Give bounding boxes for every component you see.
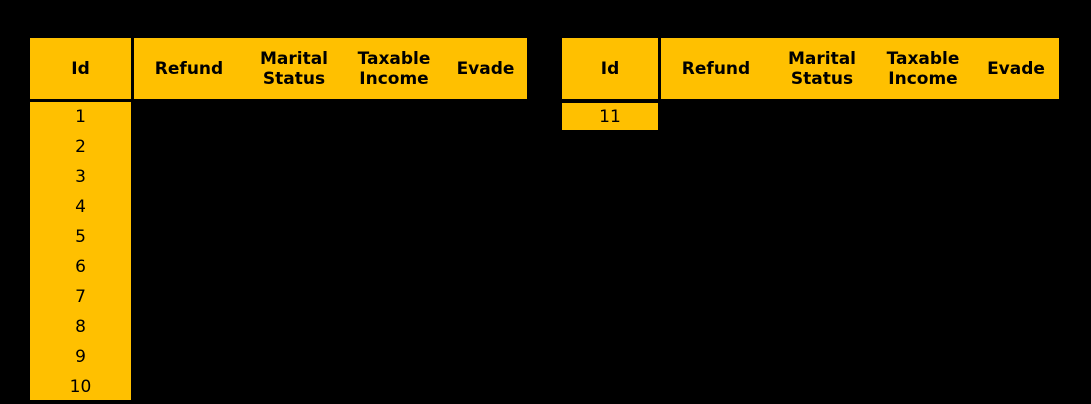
right-table-empty-data-region (658, 103, 1059, 130)
left-column-header-taxable-income[interactable]: Taxable Income (344, 38, 444, 99)
left-cell-id: 8 (75, 317, 86, 337)
right-header-label-evade: Evade (987, 58, 1045, 79)
left-cell-id: 3 (75, 167, 86, 187)
right-header-label-marital-status: Marital Status (788, 49, 856, 89)
right-header-label-taxable-income-line2: Income (888, 68, 958, 89)
right-header-divider (658, 38, 661, 99)
left-header-label-id: Id (71, 58, 90, 79)
table-row[interactable]: 7 (30, 282, 131, 312)
right-column-header-evade[interactable]: Evade (973, 38, 1059, 99)
left-column-header-refund[interactable]: Refund (134, 38, 244, 99)
right-table-header-row: Id Refund Marital Status Taxable Income … (562, 38, 1059, 99)
left-header-label-marital-status-line2: Status (262, 68, 326, 89)
left-table-id-column: 1 2 3 4 5 6 7 8 9 10 (30, 102, 131, 400)
left-cell-id: 2 (75, 137, 86, 157)
left-header-label-taxable-income: Taxable Income (358, 49, 431, 89)
right-column-header-marital-status[interactable]: Marital Status (771, 38, 873, 99)
table-row[interactable]: 1 (30, 102, 131, 132)
right-table-id-column: 11 (562, 103, 658, 130)
left-cell-id: 1 (75, 107, 86, 127)
right-table: Id Refund Marital Status Taxable Income … (562, 38, 1059, 130)
left-header-label-refund: Refund (154, 58, 224, 79)
table-row[interactable]: 2 (30, 132, 131, 162)
left-column-header-evade[interactable]: Evade (444, 38, 527, 99)
left-header-label-taxable-income-line1: Taxable (357, 48, 431, 69)
right-column-header-id[interactable]: Id (562, 38, 658, 99)
left-table-empty-data-region (131, 102, 527, 400)
right-cell-id: 11 (599, 106, 621, 127)
left-header-label-marital-status-line1: Marital (259, 48, 329, 69)
left-cell-id: 10 (69, 377, 92, 397)
table-row[interactable]: 8 (30, 312, 131, 342)
right-header-label-taxable-income: Taxable Income (887, 49, 960, 89)
left-table-header-row: Id Refund Marital Status Taxable Income … (30, 38, 527, 99)
table-row[interactable]: 4 (30, 192, 131, 222)
right-header-label-id: Id (600, 58, 620, 79)
table-row[interactable]: 10 (30, 372, 131, 402)
right-header-group: Refund Marital Status Taxable Income Eva… (661, 38, 1059, 99)
left-header-group: Refund Marital Status Taxable Income Eva… (134, 38, 527, 99)
left-column-header-marital-status[interactable]: Marital Status (244, 38, 344, 99)
right-header-label-refund: Refund (681, 58, 751, 79)
left-cell-id: 4 (75, 197, 86, 217)
table-row[interactable]: 11 (562, 103, 658, 130)
right-column-header-refund[interactable]: Refund (661, 38, 771, 99)
right-header-label-marital-status-line2: Status (790, 68, 854, 89)
right-header-label-taxable-income-line1: Taxable (886, 48, 960, 69)
left-column-header-id[interactable]: Id (30, 38, 131, 99)
table-row[interactable]: 6 (30, 252, 131, 282)
left-cell-id: 7 (75, 287, 86, 307)
left-header-label-marital-status: Marital Status (260, 49, 328, 89)
left-header-divider (131, 38, 134, 99)
left-cell-id: 5 (75, 227, 86, 247)
table-row[interactable]: 3 (30, 162, 131, 192)
left-cell-id: 9 (75, 347, 86, 367)
table-row[interactable]: 5 (30, 222, 131, 252)
table-row[interactable]: 9 (30, 342, 131, 372)
right-header-label-marital-status-line1: Marital (787, 48, 857, 69)
left-table: Id Refund Marital Status Taxable Income … (30, 38, 527, 400)
left-cell-id: 6 (75, 257, 86, 277)
right-column-header-taxable-income[interactable]: Taxable Income (873, 38, 973, 99)
left-header-label-taxable-income-line2: Income (359, 68, 429, 89)
left-header-label-evade: Evade (456, 58, 515, 79)
